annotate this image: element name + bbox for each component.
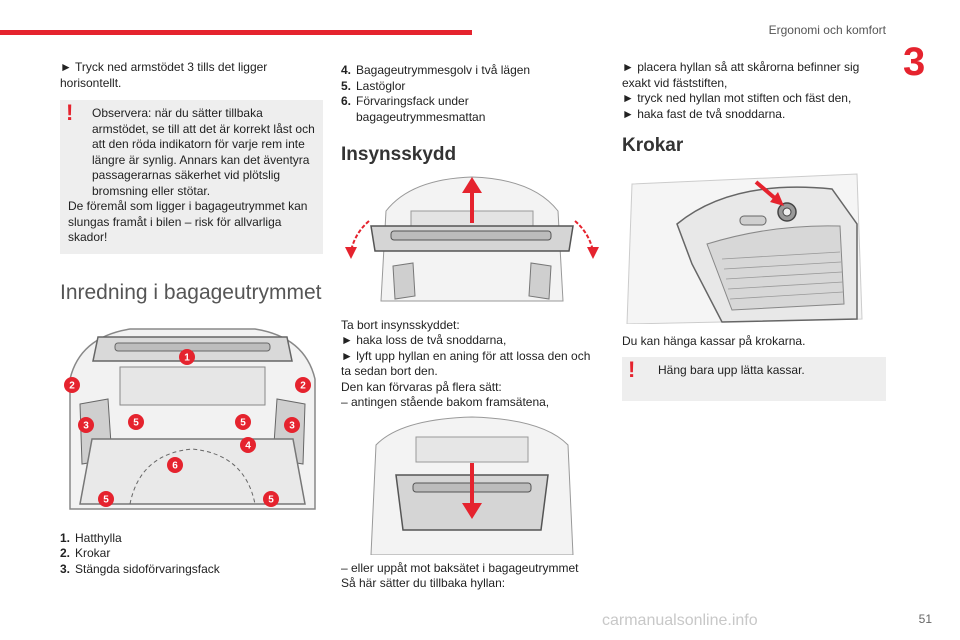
hook-illustration: [626, 172, 863, 324]
list-item: 4. Bagageutrymmesgolv i två lägen: [341, 63, 603, 79]
callout-label: 1: [184, 352, 190, 363]
callout-marker: [78, 416, 94, 433]
callout-label: 2: [69, 380, 75, 391]
luggage-compartment-illustration: 1 2 2 3 3 5 5 4 6 5 5: [60, 318, 325, 519]
header-accent-bar: [0, 30, 472, 35]
paragraph: ► tryck ned hyllan mot stiften och fäst …: [622, 91, 852, 105]
callout-marker: [167, 456, 183, 473]
list-text: Lastöglor: [356, 78, 406, 93]
column-3: ► placera hyllan så att skårorna befinne…: [622, 60, 890, 401]
list-number: 5.: [341, 78, 352, 93]
callout-label: 6: [172, 460, 178, 471]
removal-instructions: Ta bort insynsskyddet: ► haka loss de tv…: [341, 318, 603, 411]
callout-marker: [64, 376, 80, 393]
callout-marker: [284, 416, 300, 433]
callout-label: 3: [289, 420, 295, 431]
chapter-title: Ergonomi och komfort: [768, 23, 886, 37]
list-number: 2.: [60, 546, 71, 560]
warning-exclamation-icon: !: [66, 100, 74, 125]
list-text: Bagageutrymmesgolv i två lägen: [356, 63, 531, 77]
warning-box-armrest: ! Observera: när du sätter tillbaka arms…: [60, 100, 323, 254]
paragraph: – eller uppåt mot baksätet i bagageutrym…: [341, 560, 579, 575]
paragraph: Du kan hänga kassar på krokarna.: [622, 333, 806, 348]
legend-list-1: 1. Hatthylla 2. Krokar 3. Stängda sidoförva…: [60, 531, 325, 578]
paragraph: Så här sätter du tillbaka hyllan:: [341, 576, 506, 590]
list-text: Förvaringsfack under bagageutrymmesmatta…: [356, 94, 486, 124]
legend-list-2: 4. Bagageutrymmesgolv i två lägen 5. Lastö…: [341, 63, 603, 125]
list-number: 1.: [60, 530, 71, 545]
warning-text-1: Observera: när du sätter tillbaka armstö…: [92, 106, 315, 198]
warning-box-hooks: ! Häng bara upp lätta kassar.: [622, 357, 886, 401]
paragraph: ► haka loss de två snoddarna,: [341, 333, 507, 347]
callout-marker: [235, 413, 251, 430]
column-2: 4. Bagageutrymmesgolv i två lägen 5. Lastö…: [341, 63, 603, 592]
callout-label: 5: [240, 417, 246, 428]
callout-marker: [240, 436, 256, 453]
list-item: 1. Hatthylla: [60, 531, 325, 547]
list-number: 6.: [341, 94, 352, 108]
list-item: 6. Förvaringsfack under bagageutrymmesmat…: [341, 94, 603, 125]
column-1: ► Tryck ned armstödet 3 tills det ligger…: [60, 60, 325, 577]
callout-marker: [98, 490, 114, 507]
paragraph: ► lyft upp hyllan en aning för att lossa…: [341, 348, 591, 379]
list-number: 3.: [60, 561, 71, 576]
watermark: carmanualsonline.info: [602, 612, 758, 629]
section-title-cover: Insynsskydd: [341, 144, 457, 165]
warning-text: Häng bara upp lätta kassar.: [658, 363, 805, 377]
storage-instructions: – eller uppåt mot baksätet i bagageutrym…: [341, 561, 603, 592]
chapter-number: 3: [903, 40, 926, 84]
page-number: 51: [918, 612, 932, 626]
paragraph: ► placera hyllan så att skårorna befinne…: [622, 60, 860, 90]
section-title-hooks: Krokar: [622, 135, 684, 156]
armrest-instruction: ► Tryck ned armstödet 3 tills det ligger…: [60, 60, 268, 90]
callout-marker: [128, 413, 144, 430]
list-item: 3. Stängda sidoförvaringsfack: [60, 562, 325, 578]
paragraph: – antingen stående bakom framsätena,: [341, 395, 550, 409]
list-item: 5. Lastöglor: [341, 79, 603, 95]
section-title-luggage: Inredning i bagageutrymmet: [60, 280, 322, 304]
warning-exclamation-icon: !: [628, 357, 636, 382]
paragraph: Ta bort insynsskyddet:: [341, 317, 460, 332]
callout-label: 2: [300, 380, 306, 391]
parcel-shelf-removal-illustration: [345, 175, 599, 301]
callout-label: 4: [245, 440, 251, 451]
callout-marker: [179, 348, 195, 365]
callout-label: 5: [268, 494, 274, 505]
list-item: 2. Krokar: [60, 546, 325, 562]
callout-marker: [263, 490, 279, 507]
callout-marker: [295, 376, 311, 393]
paragraph: Den kan förvaras på flera sätt:: [341, 379, 502, 394]
callout-label: 5: [103, 494, 109, 505]
list-text: Krokar: [75, 546, 111, 560]
paragraph: ► haka fast de två snoddarna.: [622, 106, 786, 121]
callout-label: 5: [133, 417, 139, 428]
warning-text-2: De föremål som ligger i bagageutrymmet k…: [68, 199, 308, 244]
list-text: Stängda sidoförvaringsfack: [75, 561, 220, 576]
list-text: Hatthylla: [75, 530, 122, 545]
callout-label: 3: [83, 420, 89, 431]
list-number: 4.: [341, 63, 352, 77]
shelf-storage-illustration: [370, 415, 574, 555]
